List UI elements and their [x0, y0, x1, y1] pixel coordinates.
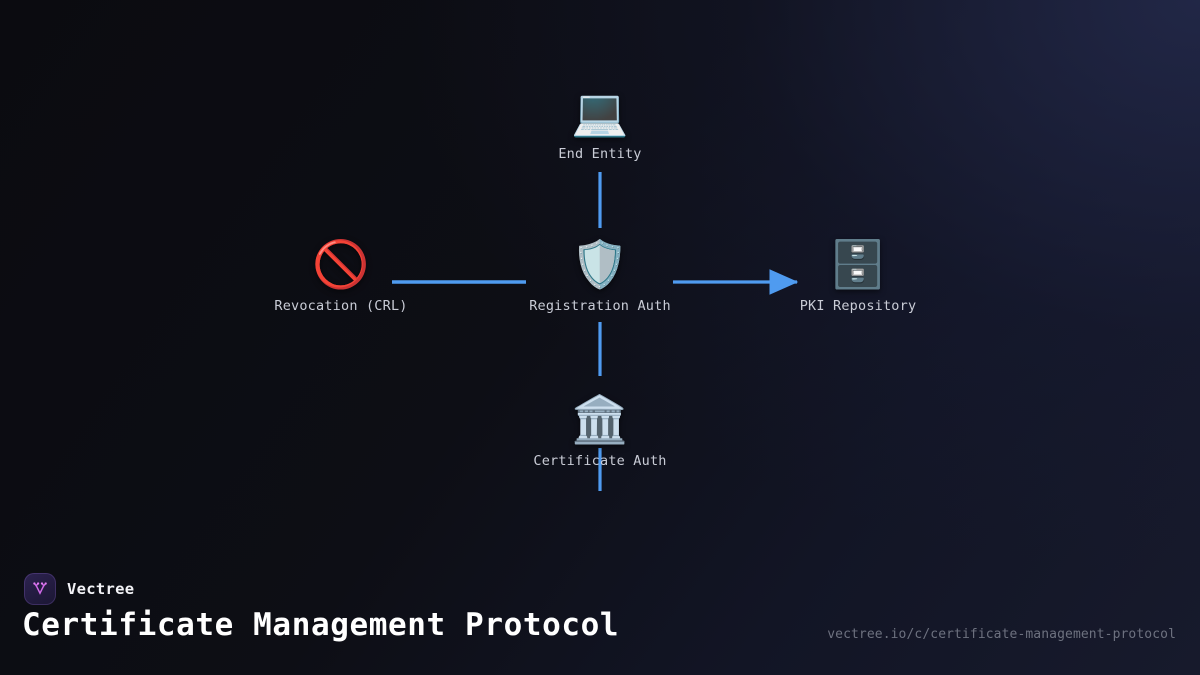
node-certificate-auth[interactable]: 🏛️ Certificate Auth: [500, 391, 700, 469]
laptop-icon: 💻: [571, 85, 629, 139]
classical-building-icon: 🏛️: [571, 392, 629, 446]
node-label-registration-auth: Registration Auth: [529, 298, 671, 314]
node-label-end-entity: End Entity: [558, 146, 642, 162]
node-pki-repository[interactable]: 🗄️ PKI Repository: [758, 236, 958, 314]
brand[interactable]: Vectree: [24, 573, 134, 605]
prohibited-icon: 🚫: [312, 237, 370, 291]
brand-name: Vectree: [67, 580, 135, 598]
page-url: vectree.io/c/certificate-management-prot…: [827, 627, 1176, 642]
node-registration-auth[interactable]: 🛡️ Registration Auth: [500, 236, 700, 314]
page-title: Certificate Management Protocol: [22, 607, 620, 643]
file-cabinet-icon: 🗄️: [829, 237, 887, 291]
node-label-certificate-auth: Certificate Auth: [533, 453, 667, 469]
concept-diagram: 💻 End Entity 🚫 Revocation (CRL) 🛡️ Regis…: [241, 84, 958, 491]
diagram-edges: [392, 172, 799, 491]
vectree-logo-icon: [24, 573, 56, 605]
node-revocation-crl[interactable]: 🚫 Revocation (CRL): [241, 236, 441, 314]
node-end-entity[interactable]: 💻 End Entity: [500, 84, 700, 162]
node-label-pki-repository: PKI Repository: [799, 298, 917, 314]
node-label-revocation-crl: Revocation (CRL): [274, 298, 408, 314]
shield-icon: 🛡️: [571, 237, 629, 291]
footer-bar: Vectree Certificate Management Protocol …: [0, 555, 1200, 675]
